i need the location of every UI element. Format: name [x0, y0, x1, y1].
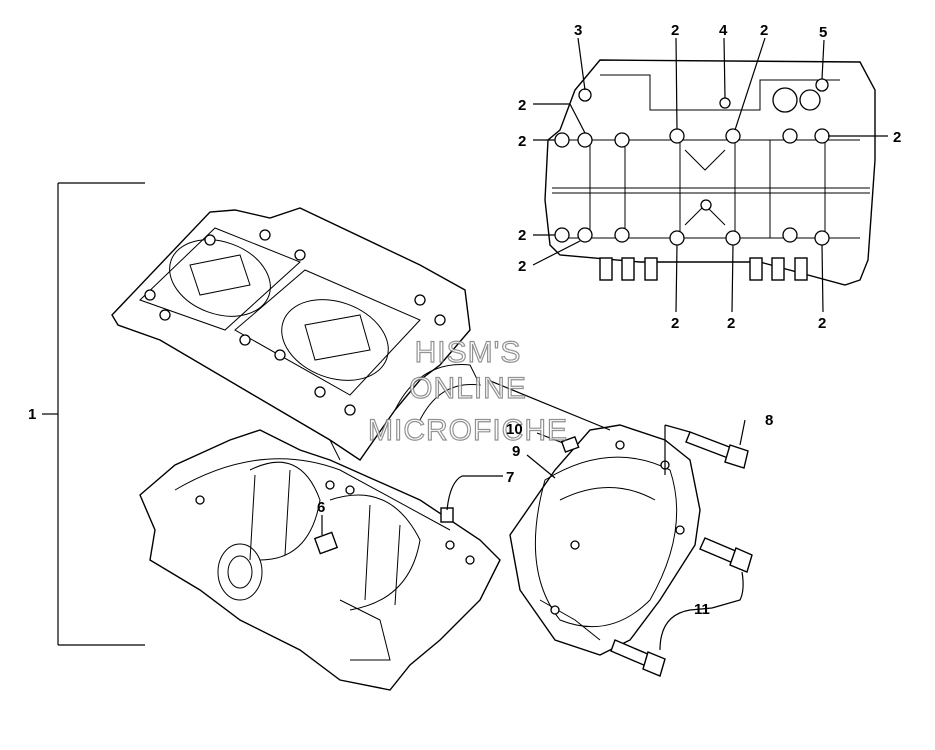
- bolt-8: [685, 431, 749, 469]
- crankcase-cover: [509, 424, 701, 656]
- callout-5: 5: [819, 24, 827, 41]
- callout-2a: 2: [671, 22, 679, 39]
- callout-2e: 2: [893, 129, 901, 146]
- bolt-11-lower: [610, 639, 666, 677]
- callout-2h: 2: [671, 315, 679, 332]
- callout-11: 11: [694, 601, 710, 618]
- callout-10: 10: [506, 421, 523, 438]
- bolt-11-upper: [699, 537, 753, 573]
- watermark: HISM'S ONLINE MICROFICHE: [367, 335, 568, 447]
- callout-7: 7: [506, 469, 514, 486]
- callout-2b: 2: [760, 22, 768, 39]
- callout-2f: 2: [518, 227, 526, 244]
- callout-3: 3: [574, 22, 582, 39]
- callout-2g: 2: [518, 258, 526, 275]
- callout-2i: 2: [727, 315, 735, 332]
- upper-crankcase: [111, 207, 481, 461]
- callout-labels: 1 3 2 4 2 5 2 2 2 2 2 2 2 2 10 9 7 6 8 1…: [28, 22, 901, 618]
- inset-leader-lines: [532, 37, 888, 313]
- assembly-bracket: [42, 182, 145, 646]
- callout-1: 1: [28, 406, 36, 423]
- callout-6: 6: [317, 499, 325, 516]
- watermark-line-1: HISM'S: [415, 336, 522, 369]
- callout-9: 9: [512, 443, 520, 460]
- dowel-pin: [560, 436, 580, 453]
- callout-4: 4: [719, 22, 728, 39]
- watermark-line-3: MICROFICHE: [368, 414, 568, 447]
- main-leader-lines: [321, 379, 746, 651]
- watermark-line-2: ONLINE: [409, 372, 527, 405]
- callout-8: 8: [765, 412, 773, 429]
- lower-crankcase: [139, 429, 501, 691]
- crankcase-bottom-view: [544, 59, 876, 286]
- callout-2j: 2: [818, 315, 826, 332]
- callout-2c: 2: [518, 97, 526, 114]
- callout-2d: 2: [518, 133, 526, 150]
